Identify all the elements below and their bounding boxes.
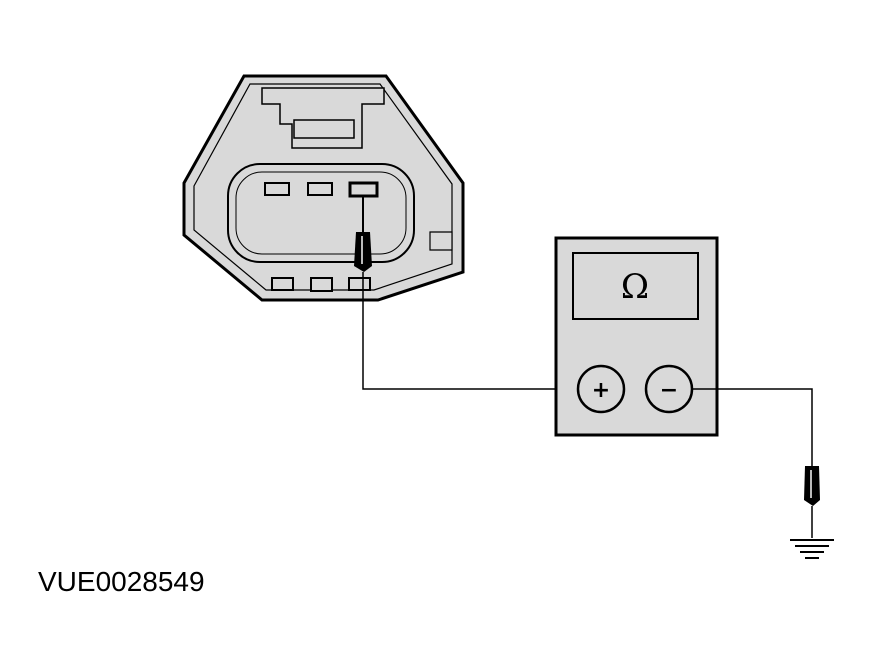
wire-negative (692, 388, 813, 466)
multimeter-display-symbol: Ω (621, 267, 649, 307)
connector-inner-outline (193, 83, 453, 291)
connector-pin-top-3 (348, 181, 379, 198)
positive-terminal (576, 364, 626, 414)
figure-id-label: VUE0028549 (38, 566, 205, 597)
connector-latch-tab (293, 119, 355, 139)
multimeter-display (572, 252, 699, 320)
connector-pin-bottom-2 (310, 277, 333, 292)
multimeter-icon: Ω + − (554, 236, 719, 437)
ground-symbol-icon (790, 466, 834, 559)
wire-positive (362, 272, 578, 390)
connector-icon (182, 74, 465, 302)
connector-pin-bottom-3 (348, 277, 371, 291)
connector-side-key (429, 231, 453, 251)
connector-pin-bottom-1 (271, 277, 294, 291)
negative-terminal-label: − (660, 378, 678, 403)
connector-pin-top-1 (264, 182, 290, 196)
probe-icon (354, 196, 372, 272)
connector-pin-housing (227, 163, 415, 263)
positive-terminal-label: + (592, 378, 610, 403)
connector-pin-top-2 (307, 182, 333, 196)
connector-pin-housing-inner (235, 171, 407, 255)
